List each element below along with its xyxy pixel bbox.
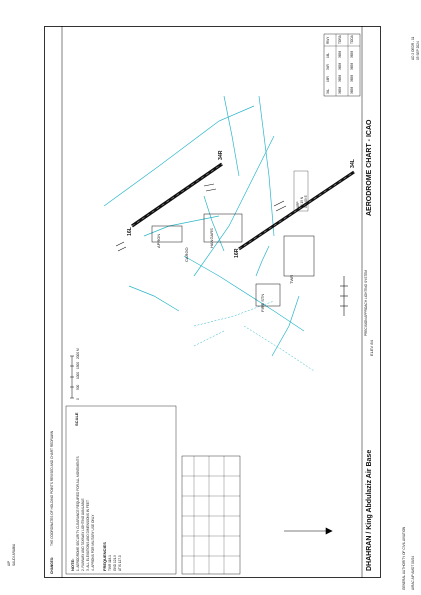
aerodrome-elevation: ELEV 84 xyxy=(369,340,374,356)
frequency-item: GND 121.9 xyxy=(113,555,117,571)
approach-lighting-label: PRECISION APPROACH LIGHTING SYSTEM xyxy=(364,269,368,336)
label-fire-station: FIRE STN xyxy=(260,293,265,312)
scale-tick: 500 xyxy=(76,384,80,390)
rwy-table-cell: 3658 xyxy=(350,74,354,82)
label-hangars: HANGARS xyxy=(209,228,214,248)
note-item: 2. RUNWAY AND TAXIWAY LIGHTING AVAILABLE xyxy=(81,498,85,571)
rwy-table-cell: 3658 xyxy=(350,86,354,94)
buildings xyxy=(115,183,287,252)
runway-16L-34R xyxy=(131,162,223,228)
chart-title: AERODROME CHART - ICAO xyxy=(366,119,373,216)
aerodrome-name: DHAHRAN / King Abdulaziz Air Base xyxy=(366,449,373,571)
changes-text: THE COORDINATES OF HOLDING POINTS REVISE… xyxy=(50,430,54,546)
changes-label: CHANGES: xyxy=(50,556,54,574)
north-arrow xyxy=(284,527,333,535)
rwy-table-cell: 3658 xyxy=(350,62,354,70)
coord-box xyxy=(293,170,309,212)
legend-table xyxy=(181,455,241,575)
label-cargo: CARGO xyxy=(184,247,189,262)
scale-bar xyxy=(70,355,74,399)
label-tower: TWR xyxy=(289,274,294,284)
rwy-table-cell: 16R xyxy=(326,76,330,82)
frequency-item: ATIS 127.0 xyxy=(118,555,122,571)
scale-tick: 0 xyxy=(76,398,80,400)
margin-gaca: GENERAL AUTHORITY OF CIVIL AVIATION xyxy=(402,526,406,590)
frequencies-heading: FREQUENCIES xyxy=(102,542,107,571)
taxiways xyxy=(103,95,305,357)
chart-drawing xyxy=(44,26,381,578)
note-item: 1. AERODROME SECURITY CLEARANCE REQUIRED… xyxy=(76,456,80,571)
scale-tick: 2000 M xyxy=(76,348,80,359)
rwy-table-header: TORA xyxy=(338,35,342,44)
rwy-table-header: RWY xyxy=(326,36,330,44)
frequency-item: TWR 118.1 xyxy=(108,555,112,571)
note-item: 4. APRONS FOR MILITARY USE ONLY xyxy=(91,514,95,571)
runway-label-34L: 34L xyxy=(350,159,356,168)
margin-page-ref: AD 2 OEDR - 11 xyxy=(411,36,415,60)
rwy-table-cell: 3658 xyxy=(338,62,342,70)
rwy-table-cell: 3658 xyxy=(338,74,342,82)
label-apron: APRON xyxy=(156,233,161,248)
coord-lon: 050 09 E xyxy=(304,195,308,208)
runway-label-34R: 34R xyxy=(218,150,224,160)
chart-frame xyxy=(44,26,381,578)
runway-label-16L: 16L xyxy=(127,227,133,236)
aerodrome-chart: AERODROME CHART - ICAO ELEV 84 DHAHRAN /… xyxy=(44,26,381,578)
margin-date: 05 SEP 2024 xyxy=(416,41,420,60)
rwy-table-cell: 3658 xyxy=(350,50,354,58)
rwy-table-cell: 34R xyxy=(326,64,330,70)
rwy-table-header: TODA xyxy=(350,35,354,44)
rwy-table-cell: 3658 xyxy=(338,50,342,58)
taxiway-edges xyxy=(193,300,315,372)
notes-heading: NOTE: xyxy=(70,558,75,571)
notes-box xyxy=(65,405,177,575)
runway-table-box xyxy=(323,33,361,97)
scale-heading: SCALE xyxy=(74,412,79,426)
runway-16R-34L xyxy=(238,170,355,251)
margin-aip: AIP xyxy=(7,560,11,566)
rwy-table-cell: 16L xyxy=(326,52,330,58)
rwy-table-cell: 34L xyxy=(326,88,330,94)
runway-label-16R: 16R xyxy=(234,248,240,258)
scale-tick: 1500 xyxy=(76,361,80,369)
approach-lights xyxy=(340,276,348,316)
scale-tick: 1000 xyxy=(76,371,80,379)
margin-country: SAUDI ARABIA xyxy=(12,543,16,566)
note-item: 3. ALL ELEVATIONS AND DIMENSIONS IN FEET xyxy=(86,500,90,571)
rwy-table-cell: 3658 xyxy=(338,86,342,94)
margin-airac: AIRAC AIP AMDT 09/24 xyxy=(411,555,415,590)
aprons xyxy=(151,213,315,307)
